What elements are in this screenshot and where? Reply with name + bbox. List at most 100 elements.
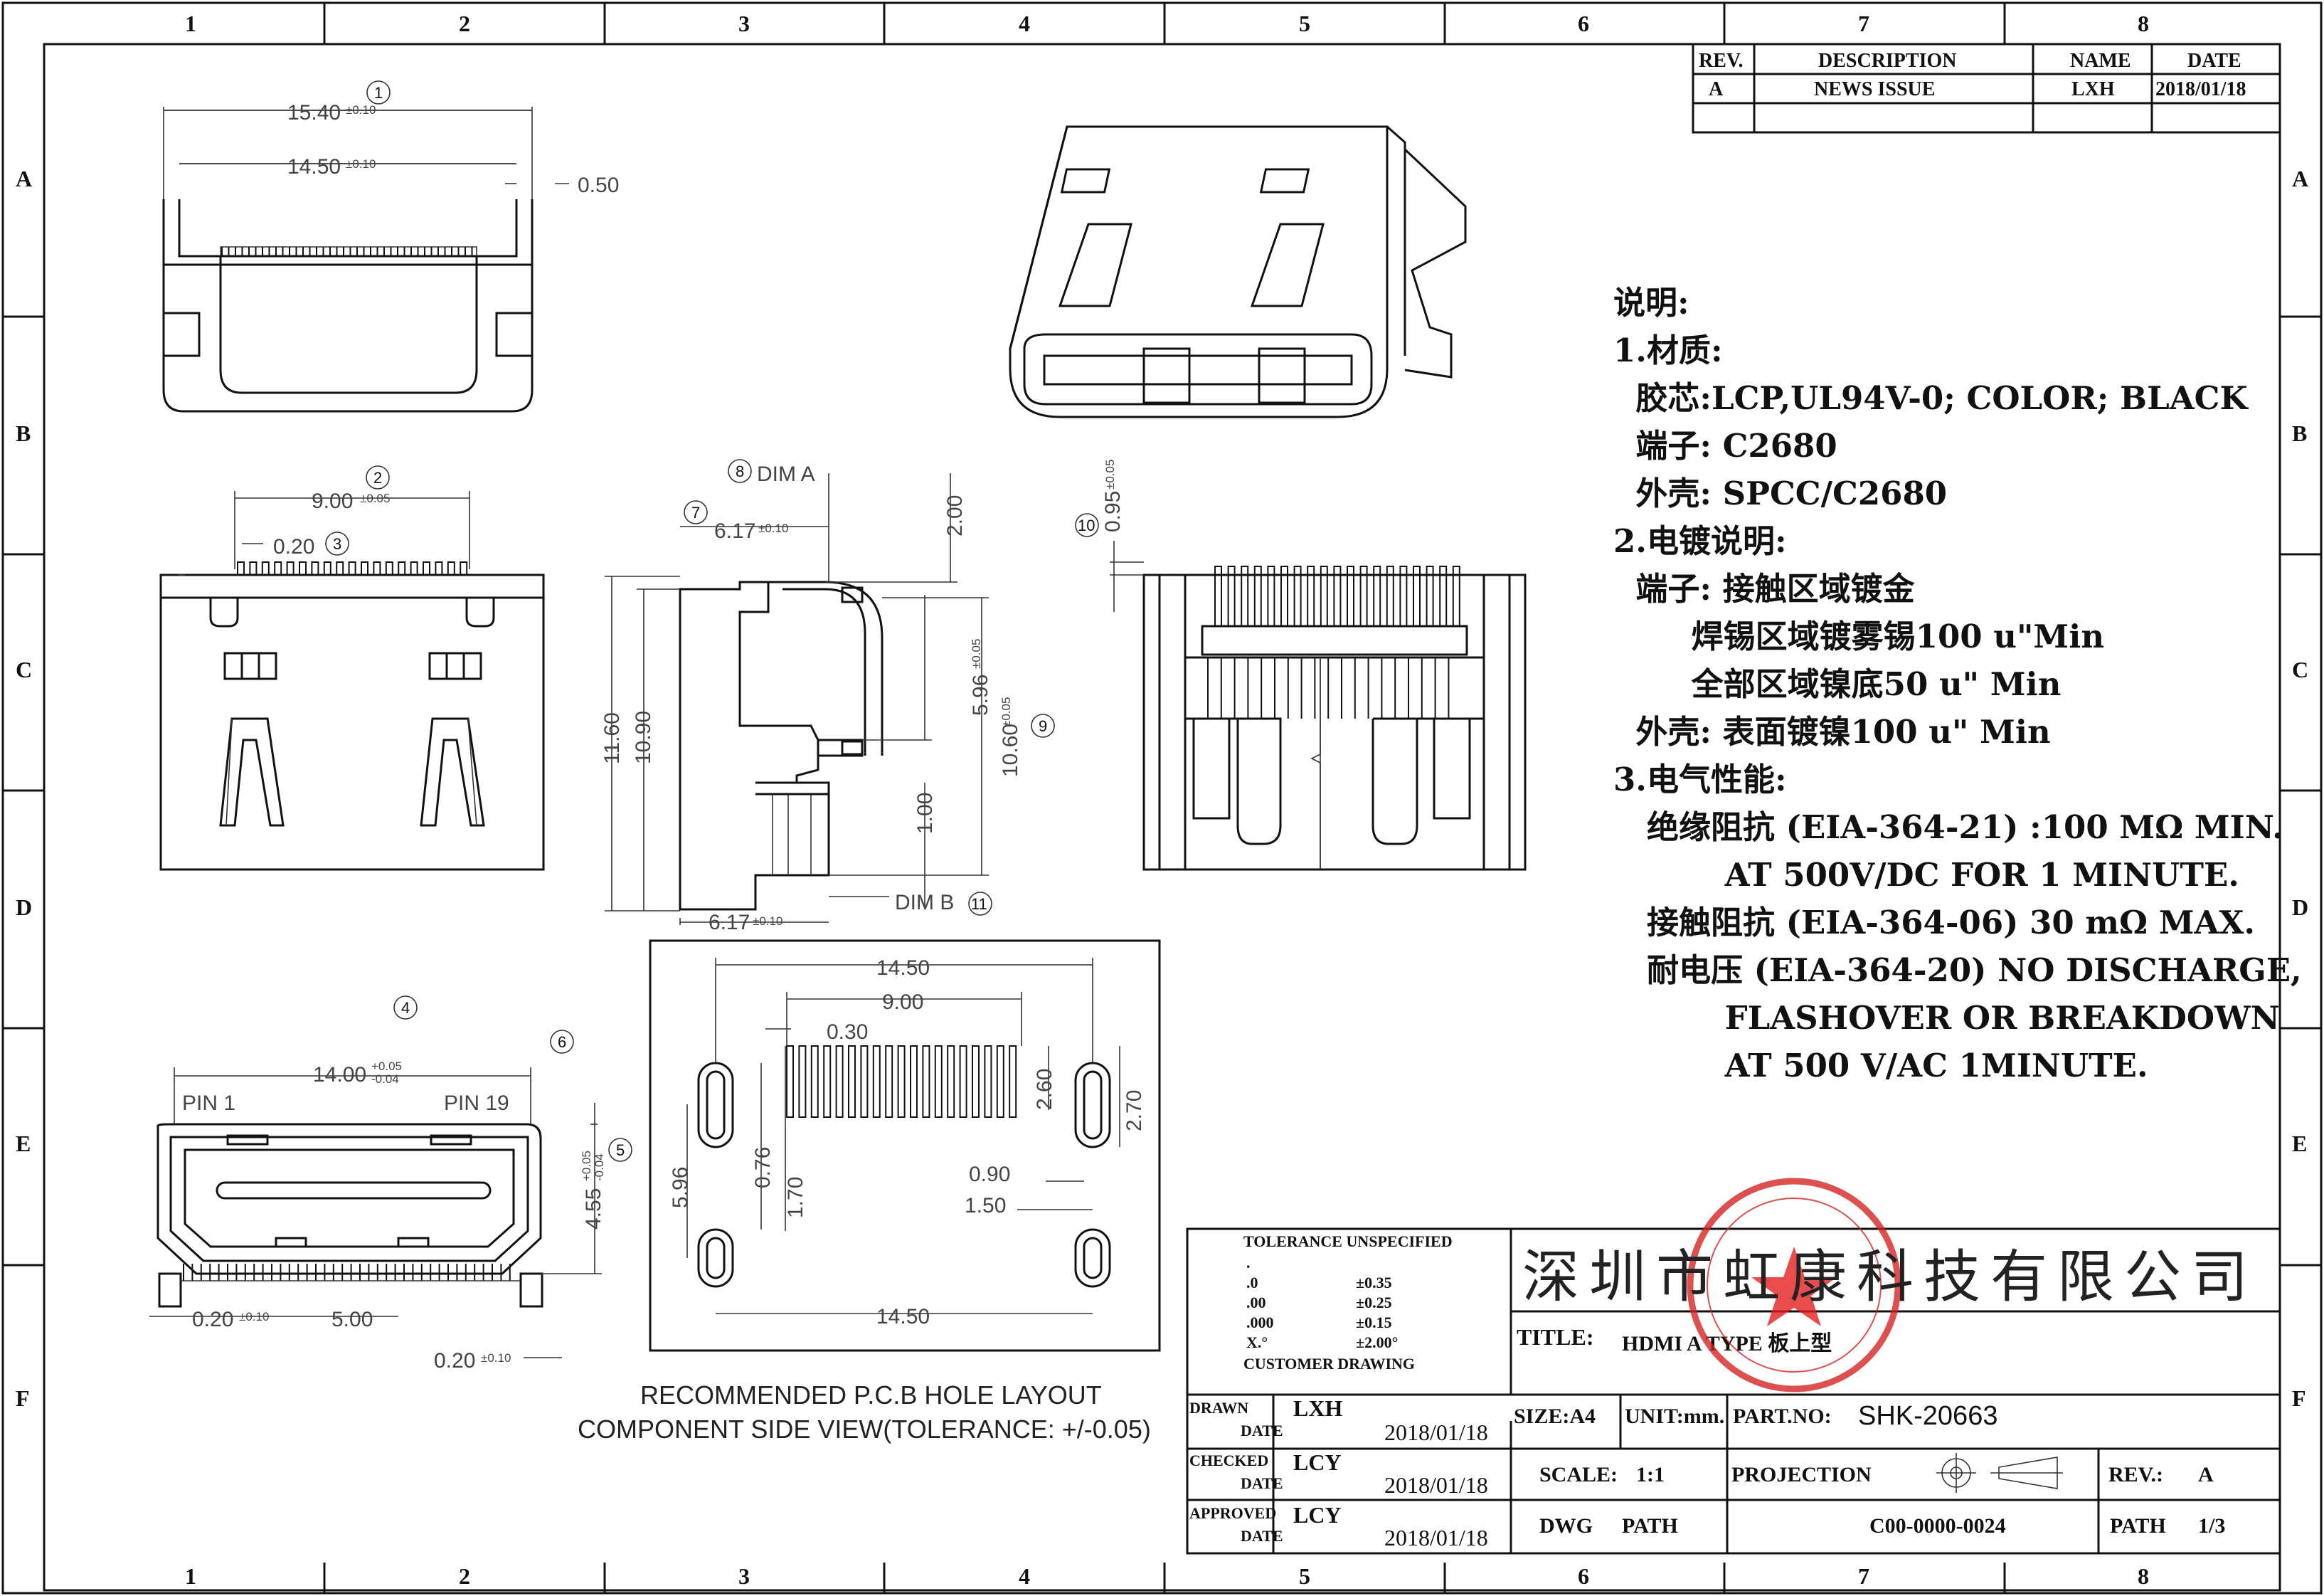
balloon-label: 9 — [1039, 717, 1047, 735]
note-line: 外壳: SPCC/C2680 — [1613, 475, 1948, 512]
dim-tol: ±0.05 — [1103, 460, 1117, 490]
col-label: 5 — [1299, 1563, 1310, 1589]
note-line: 端子: 接触区域镀金 — [1613, 570, 1915, 608]
front-view-pin — [323, 561, 331, 576]
dwg-no: C00-0000-0024 — [1869, 1514, 2006, 1538]
sheet: 1/3 — [2198, 1514, 2225, 1538]
front-view — [159, 574, 545, 871]
front-view-pin — [385, 561, 393, 576]
row-label: F — [16, 1385, 30, 1411]
pcb-pad — [972, 1045, 980, 1118]
scale-label: SCALE: — [1539, 1463, 1618, 1486]
notes-block: 说明: 1.材质: 胶芯:LCP,UL94V-0; COLOR; BLACK 端… — [1613, 279, 2302, 1089]
desc-value: NEWS ISSUE — [1814, 78, 1935, 100]
note-line: 接触阻抗 (EIA-364-06) 30 mΩ MAX. — [1613, 904, 2256, 941]
front-view-pin — [274, 561, 282, 576]
pcb-caption-line-2: COMPONENT SIDE VIEW(TOLERANCE: +/-0.05) — [578, 1415, 1151, 1444]
rev-label: REV.: — [2108, 1463, 2163, 1486]
dim-100: 1.00 — [913, 793, 937, 834]
col-label: 7 — [1858, 11, 1869, 36]
dim-1400: 14.00 — [313, 1063, 366, 1087]
balloon-label: 6 — [558, 1033, 566, 1051]
revision-table: REV. DESCRIPTION NAME DATE A NEWS ISSUE … — [1692, 43, 2281, 134]
pcb-030: 0.30 — [827, 1020, 868, 1044]
col-label: 2 — [459, 11, 470, 36]
col-label: 8 — [2138, 1563, 2149, 1589]
front-view-pin — [460, 561, 468, 576]
front-view-pin — [435, 561, 443, 576]
dim-tol: +0.05 — [580, 1151, 593, 1181]
dim-617-bottom: 6.17 — [709, 911, 750, 934]
row-label: B — [2292, 421, 2307, 446]
pcb-090: 0.90 — [969, 1163, 1010, 1186]
company-seal — [1687, 1178, 1901, 1392]
balloons: 1 2 3 4 5 6 7 8 9 10 11 — [325, 80, 1099, 1162]
pin1-label: PIN 1 — [182, 1092, 235, 1115]
row-label: D — [16, 894, 32, 920]
balloon-label: 10 — [1078, 517, 1095, 534]
front-view-pin — [237, 561, 245, 576]
dim-tol: ±0.05 — [999, 697, 1013, 727]
front-view-pin — [299, 561, 307, 576]
row-label: B — [16, 421, 31, 446]
note-line: AT 500 V/AC 1MINUTE. — [1613, 1047, 2148, 1084]
scale: 1:1 — [1636, 1463, 1665, 1486]
tol-row: X.° — [1246, 1333, 1268, 1351]
title-block: TOLERANCE UNSPECIFIED . .0 ±0.35 .00 ±0.… — [1186, 1227, 2281, 1555]
dim-tol: ±0.10 — [758, 522, 788, 535]
rear-view — [1142, 574, 1527, 871]
pcb-170: 1.70 — [784, 1177, 807, 1218]
dim-095: 0.95 — [1101, 491, 1125, 532]
pcb-pad — [934, 1045, 943, 1118]
pcb-pad — [860, 1045, 869, 1118]
pcb-pad — [835, 1045, 844, 1118]
checked-label: CHECKED — [1189, 1452, 1268, 1469]
col-label: 1 — [185, 1563, 196, 1589]
pcb-pad — [947, 1045, 955, 1118]
note-line: 1.材质: — [1613, 332, 1723, 369]
dim-front-pitch-span: 9.00 — [312, 490, 353, 513]
approved-date: 2018/01/18 — [1384, 1525, 1488, 1550]
drawn-label: DRAWN — [1189, 1399, 1248, 1417]
pcb-caption-line-1: RECOMMENDED P.C.B HOLE LAYOUT — [640, 1380, 1102, 1410]
dimension-lines — [149, 110, 1144, 1358]
rev-header: REV. — [1699, 50, 1744, 72]
company-name: 深圳市虹康科技有限公司 — [1522, 1244, 2258, 1310]
dim-1060: 10.60 — [999, 724, 1022, 777]
date-value: 2018/01/18 — [2155, 78, 2246, 100]
col-label: 2 — [459, 1563, 470, 1589]
desc-header: DESCRIPTION — [1818, 50, 1956, 72]
pcb-596: 5.96 — [669, 1167, 692, 1208]
rev: A — [2198, 1463, 2214, 1486]
dim-top-right: 0.50 — [578, 174, 619, 197]
checked-name: LCY — [1293, 1449, 1342, 1475]
dim-500: 5.00 — [331, 1308, 373, 1331]
front-view-pin — [261, 561, 270, 576]
tol-title: TOLERANCE UNSPECIFIED — [1243, 1232, 1453, 1250]
mating-face-view — [156, 1123, 543, 1308]
dim-tol: ±0.10 — [481, 1351, 511, 1365]
front-view-pin — [447, 561, 455, 576]
pcb-pad — [798, 1045, 807, 1118]
title-value: HDMI A TYPE 板上型 — [1622, 1332, 1832, 1355]
balloon-label: 3 — [333, 535, 341, 553]
date-label: DATE — [1241, 1422, 1283, 1439]
size: SIZE:A4 — [1514, 1405, 1596, 1428]
approved-name: LCY — [1293, 1502, 1342, 1528]
pcb-pad — [786, 1045, 794, 1118]
dim-455: 4.55 — [582, 1188, 605, 1230]
front-view-pin — [249, 561, 258, 576]
note-line: 绝缘阻抗 (EIA-364-21) :100 MΩ MIN. — [1613, 808, 2283, 846]
dimension-values: 15.40 ±0.10 14.50 ±0.10 0.50 9.00 ±0.05 … — [182, 101, 1146, 1373]
pcb-1450-bottom: 14.50 — [876, 1305, 930, 1328]
date-label: DATE — [1241, 1474, 1283, 1492]
dim-tol: ±0.10 — [239, 1310, 269, 1323]
front-view-pin — [348, 561, 356, 576]
pcb-pad — [872, 1045, 881, 1118]
dim-tol: ±0.10 — [753, 914, 782, 928]
row-label: A — [2292, 166, 2308, 191]
drawn-date: 2018/01/18 — [1384, 1420, 1488, 1445]
dim-020-right: 0.20 — [434, 1349, 475, 1373]
row-label: F — [2292, 1385, 2306, 1411]
note-line: 全部区域镍底50 u" Min — [1613, 665, 2062, 703]
